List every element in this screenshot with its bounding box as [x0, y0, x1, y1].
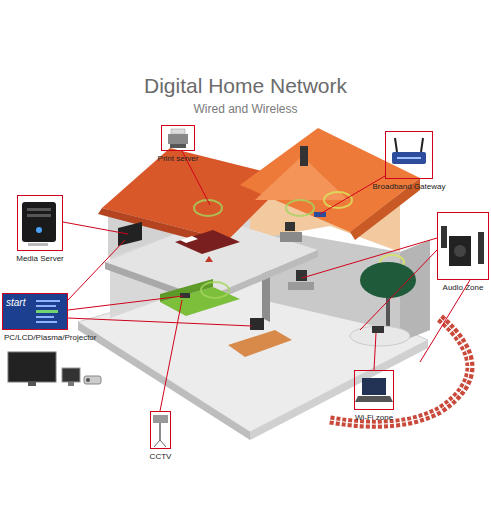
router-icon	[392, 152, 426, 164]
subwoofer-cone	[454, 245, 466, 257]
patio-table	[350, 326, 410, 346]
leader-line	[160, 300, 182, 411]
media-center-screen	[3, 294, 67, 329]
pillow	[180, 236, 198, 243]
callout-frame	[17, 195, 63, 251]
upper-monitor	[285, 222, 295, 231]
bed	[175, 230, 240, 254]
menu-line	[36, 305, 56, 307]
leader-line	[68, 296, 183, 310]
leader-line	[374, 333, 376, 370]
callout-box: Broadband Gateway	[385, 131, 433, 179]
chimney	[300, 146, 308, 166]
tv-icon	[8, 352, 56, 382]
desk	[228, 330, 292, 357]
remote-control	[28, 243, 48, 246]
sofa-back	[160, 279, 213, 302]
monitor-icon	[62, 368, 80, 382]
wifi-wave	[201, 282, 229, 298]
gateway-device	[314, 212, 326, 217]
wifi-wave	[286, 200, 314, 216]
projector-icon	[84, 376, 101, 384]
router-antenna	[395, 138, 397, 152]
media-server-light	[36, 227, 42, 233]
callout-label: CCTV	[150, 452, 172, 461]
callout-box: Print server	[161, 125, 195, 151]
camera-pole	[159, 423, 161, 440]
roof	[240, 128, 420, 232]
callout-frame	[150, 411, 171, 449]
upper-desk	[280, 232, 302, 242]
callout-box: Wi-Fi zone	[354, 370, 394, 410]
leader-line	[320, 176, 385, 214]
callout-label: Audio Zone	[443, 283, 484, 292]
leader-line	[302, 238, 437, 278]
callout-box: Audio Zone	[437, 212, 489, 280]
router-antenna	[421, 138, 423, 152]
speaker-icon	[478, 232, 484, 264]
menu-line	[36, 321, 57, 323]
leader-line	[68, 240, 125, 300]
office-desk	[288, 282, 314, 290]
sofa-laptop	[180, 293, 190, 298]
laptop-screen	[362, 378, 386, 395]
tv-stand	[28, 382, 36, 386]
subtitle: Wired and Wireless	[0, 102, 491, 116]
projector-lens	[86, 378, 90, 382]
callout-label: Print server	[158, 154, 199, 163]
camera-tripod	[154, 440, 160, 447]
laptop-base	[355, 396, 393, 402]
speaker-icon	[441, 226, 447, 248]
callout-label: PC/LCD/Plasma/Projector	[4, 333, 96, 342]
menu-line	[36, 310, 58, 313]
leader-line	[68, 318, 252, 326]
wifi-wave	[194, 200, 222, 216]
callout-label: Wi-Fi zone	[355, 413, 393, 422]
camera-tripod	[160, 440, 166, 447]
callout-frame	[161, 125, 195, 151]
menu-line	[36, 300, 60, 302]
slab-edge	[78, 322, 250, 440]
desk-monitor	[250, 318, 264, 330]
callout-box: Media Server	[17, 195, 63, 251]
callout-frame	[354, 370, 394, 410]
menu-line	[36, 316, 54, 318]
router-leds	[397, 157, 421, 159]
monitor-stand	[68, 382, 74, 386]
office-pc	[296, 270, 307, 281]
subwoofer-icon	[449, 236, 471, 266]
leader-line	[63, 222, 128, 234]
leader-lines	[63, 151, 470, 411]
wifi-wave	[324, 192, 352, 208]
callout-label: Broadband Gateway	[373, 182, 446, 191]
figure	[205, 256, 213, 262]
media-server-bay	[27, 214, 51, 217]
media-server-bay	[27, 208, 51, 211]
printer-paper	[171, 129, 185, 134]
screen-text: start	[6, 297, 36, 308]
printer-tray	[170, 144, 186, 148]
media-server-icon	[22, 202, 56, 242]
leader-line	[360, 250, 437, 330]
callout-box: CCTV	[150, 411, 171, 449]
diagram-title: Digital Home Network	[0, 74, 491, 98]
callout-frame	[385, 131, 433, 179]
printer-icon	[168, 134, 188, 144]
camera-icon	[153, 415, 168, 423]
tv-set	[118, 222, 142, 246]
leader-line	[420, 280, 470, 362]
callout-label: Media Server	[16, 254, 64, 263]
callout-frame	[437, 212, 489, 280]
patio-laptop	[372, 326, 384, 333]
slab-edge	[250, 340, 428, 440]
